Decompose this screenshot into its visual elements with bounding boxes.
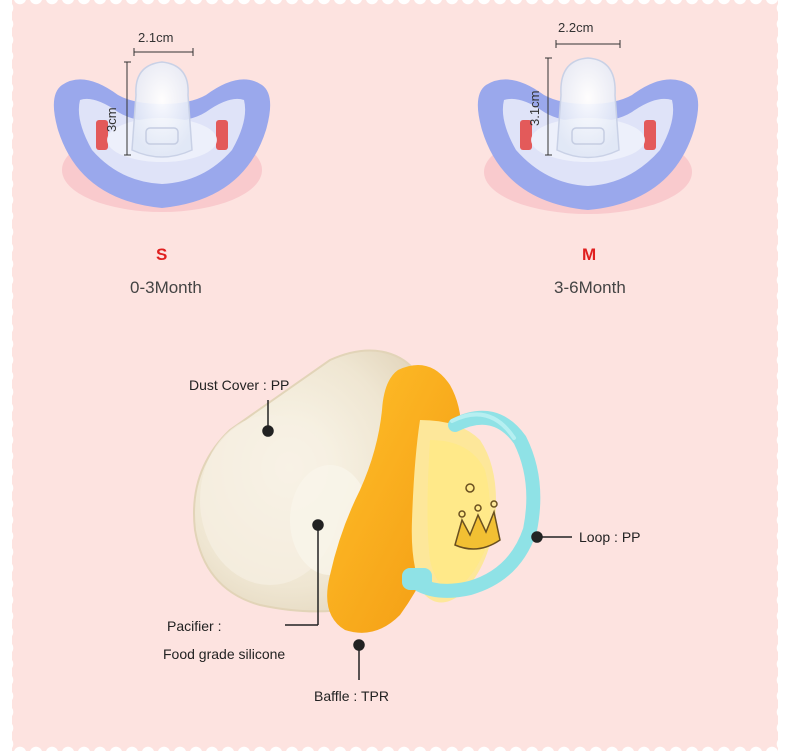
size-m-letter: M [582,245,597,264]
pacifier-size-s-image [53,48,271,212]
baffle-label: Baffle : TPR [314,688,389,704]
pacifier-material-label: Food grade silicone [163,646,286,662]
loop-label: Loop : PP [579,529,641,545]
size-s-letter: S [156,245,168,264]
scalloped-edge-left [6,0,20,751]
scalloped-edge-bottom [12,741,778,753]
callout-lines [262,400,572,680]
size-s-height-label: 3cm [104,107,119,132]
scalloped-edge-right [770,0,784,751]
pacifier-size-m-image [477,40,699,214]
size-s-width-label: 2.1cm [138,30,174,45]
size-s-age: 0-3Month [130,278,202,297]
scalloped-edge-top [12,0,778,10]
dust-cover-label: Dust Cover : PP [189,377,290,393]
size-m-width-label: 2.2cm [558,20,594,35]
size-m-height-label: 3.1cm [527,90,542,126]
pacifier-label: Pacifier : [167,618,222,634]
size-m-age: 3-6Month [554,278,626,297]
pacifier-with-cover-image [193,349,541,633]
